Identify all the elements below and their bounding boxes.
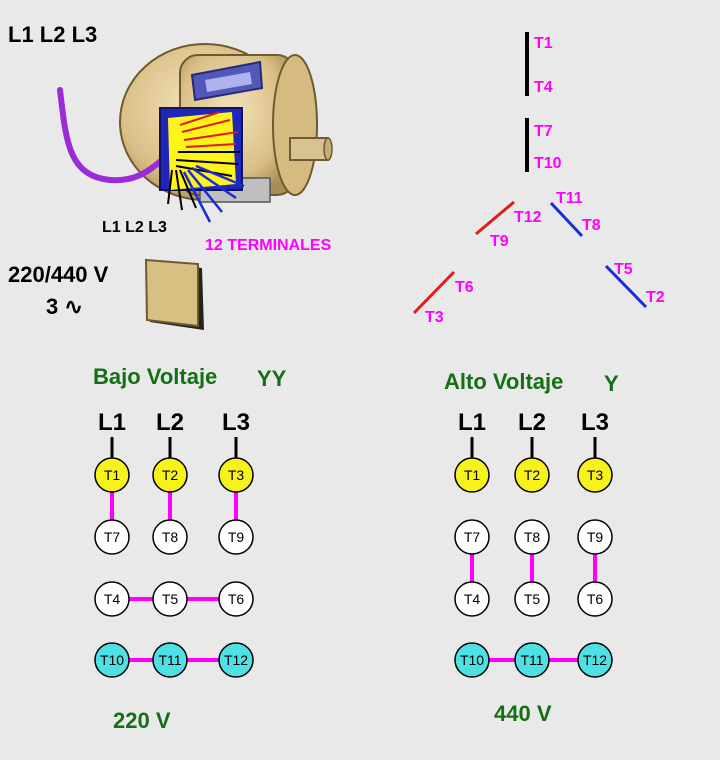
winding-label: T2 bbox=[646, 289, 665, 306]
line-label: L1 bbox=[98, 409, 126, 436]
terminal bbox=[514, 519, 550, 555]
motor-illustration bbox=[57, 43, 333, 223]
terminal-label: T1 bbox=[104, 467, 121, 483]
terminal bbox=[454, 519, 490, 555]
terminal-label: T6 bbox=[228, 591, 245, 607]
terminal bbox=[152, 642, 188, 678]
terminal-label: T12 bbox=[224, 652, 248, 668]
terminal-label: T10 bbox=[100, 652, 124, 668]
line-label: L1 bbox=[458, 409, 486, 436]
junction-box-icon bbox=[144, 258, 204, 330]
terminal-label: T7 bbox=[104, 529, 121, 545]
connection-symbol: Y bbox=[604, 371, 619, 396]
terminal-label: T12 bbox=[583, 652, 607, 668]
terminal-label: T9 bbox=[228, 529, 245, 545]
terminal-label: T11 bbox=[158, 652, 181, 668]
terminal bbox=[152, 581, 188, 617]
terminal bbox=[514, 642, 550, 678]
voltage-value: 440 V bbox=[494, 701, 552, 726]
terminal-label: T8 bbox=[524, 529, 541, 545]
terminal-label: T8 bbox=[162, 529, 179, 545]
terminal bbox=[454, 457, 490, 493]
winding-label: T7 bbox=[534, 123, 553, 140]
winding-label: T10 bbox=[534, 155, 562, 172]
terminal-label: T9 bbox=[587, 529, 604, 545]
line-label: L3 bbox=[581, 409, 609, 436]
winding-label: T12 bbox=[514, 209, 542, 226]
terminal-label: T5 bbox=[162, 591, 179, 607]
terminal bbox=[514, 581, 550, 617]
terminal bbox=[577, 581, 613, 617]
winding-label: T1 bbox=[534, 35, 553, 52]
winding-label: T9 bbox=[490, 233, 509, 250]
panel-title: Alto Voltaje bbox=[444, 369, 563, 394]
line-label: L3 bbox=[222, 409, 250, 436]
winding-diagram bbox=[412, 32, 648, 315]
terminal bbox=[94, 581, 130, 617]
terminal bbox=[94, 642, 130, 678]
winding-label: T11 bbox=[556, 190, 583, 207]
terminal bbox=[94, 519, 130, 555]
terminal-label: T3 bbox=[228, 467, 245, 483]
winding-label: T6 bbox=[455, 279, 474, 296]
terminal bbox=[152, 519, 188, 555]
terminal bbox=[218, 519, 254, 555]
lines-label: L1 L2 L3 bbox=[8, 22, 97, 47]
terminals-label: 12 TERMINALES bbox=[205, 237, 332, 254]
panel-title: Bajo Voltaje bbox=[93, 364, 217, 389]
terminal bbox=[218, 642, 254, 678]
terminal bbox=[152, 457, 188, 493]
terminal bbox=[577, 642, 613, 678]
terminal-label: T2 bbox=[162, 467, 179, 483]
terminal-label: T2 bbox=[524, 467, 541, 483]
terminal bbox=[577, 457, 613, 493]
terminal-label: T5 bbox=[524, 591, 541, 607]
terminal bbox=[218, 581, 254, 617]
winding-label: T8 bbox=[582, 217, 601, 234]
connection-symbol: YY bbox=[257, 366, 287, 391]
line-label: L2 bbox=[518, 409, 546, 436]
voltage-label: 220/440 V bbox=[8, 262, 109, 287]
winding-label: T4 bbox=[534, 79, 553, 96]
terminal bbox=[454, 581, 490, 617]
terminal bbox=[454, 642, 490, 678]
winding-label: T3 bbox=[425, 309, 444, 326]
winding-label: T5 bbox=[614, 261, 633, 278]
terminal bbox=[514, 457, 550, 493]
terminal bbox=[577, 519, 613, 555]
phase-label: 3 ∿ bbox=[46, 294, 83, 319]
lines-label-small: L1 L2 L3 bbox=[102, 219, 167, 236]
terminal-label: T6 bbox=[587, 591, 604, 607]
terminal-label: T4 bbox=[464, 591, 481, 607]
terminal-label: T1 bbox=[464, 467, 481, 483]
terminal-label: T7 bbox=[464, 529, 481, 545]
terminal-label: T3 bbox=[587, 467, 604, 483]
terminal-label: T10 bbox=[460, 652, 484, 668]
terminal bbox=[218, 457, 254, 493]
voltage-value: 220 V bbox=[113, 708, 171, 733]
terminal bbox=[94, 457, 130, 493]
line-label: L2 bbox=[156, 409, 184, 436]
terminal-label: T11 bbox=[520, 652, 543, 668]
terminal-label: T4 bbox=[104, 591, 121, 607]
